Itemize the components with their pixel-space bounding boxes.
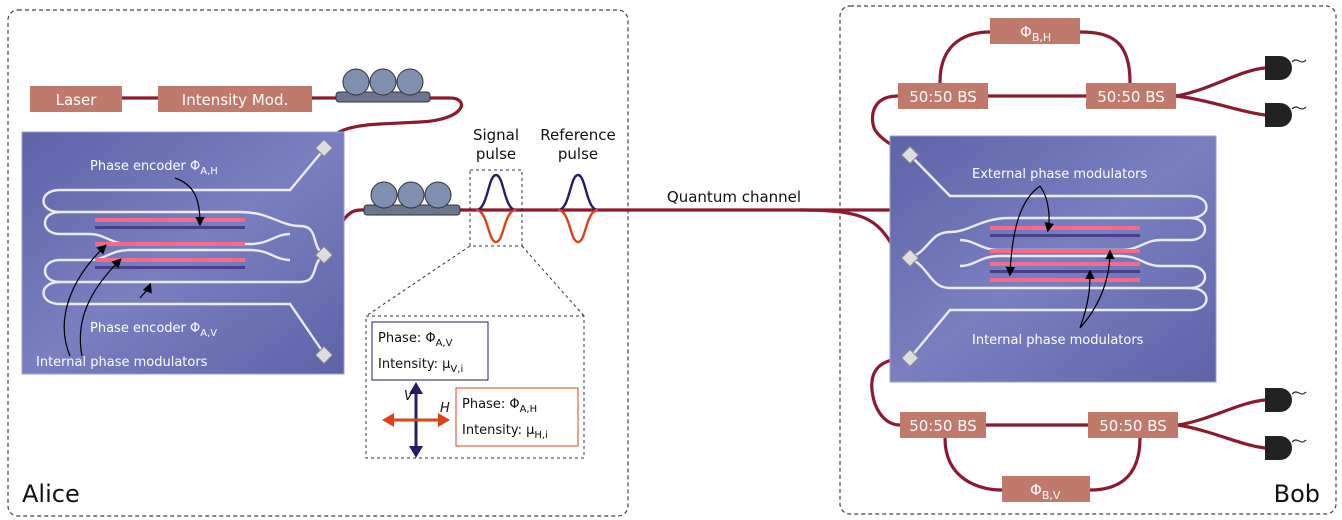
phase-encoder-v-label: Phase encoder ΦA,V [90,321,217,339]
signal-pulse-label: Signal [473,126,519,144]
bob-label: Bob [1274,480,1320,508]
axis-v-label: V [404,389,414,404]
bs-top-left [898,83,988,109]
inset-h-box [455,387,579,447]
inset-v-phase: Phase: ΦA,V [378,331,453,349]
bob-external-modulators-label: External phase modulators [972,167,1148,182]
intensity-mod-box [158,86,312,112]
signal-pulse-zoom-box [469,169,523,247]
bob-enclosure [839,5,1337,515]
bs-top-left-label: 50:50 BS [909,88,977,106]
polarization-axes [382,382,450,458]
inset-v-box [371,321,489,381]
bob-coupler-top [900,145,920,165]
signal-pulse-label-2: pulse [476,145,516,163]
bob-annotation-arrows [1005,185,1115,329]
bs-bottom-right [1088,412,1178,438]
alice-annotation-arrows [63,177,205,357]
quantum-channel-label: Quantum channel [667,188,801,206]
reference-pulse [557,173,599,244]
bob-coupler-mid [900,248,920,268]
alice-chip [21,131,345,375]
phase-b-h-box [990,18,1080,44]
inset-h-phase: Phase: ΦA,H [462,397,537,415]
polarization-controller-top [335,68,431,103]
phase-b-h-label: ΦB,H [1020,23,1051,44]
signal-pulse [475,173,517,244]
bs-top-right-label: 50:50 BS [1097,88,1165,106]
alice-enclosure [7,9,629,517]
inset-v-intensity: Intensity: μV,i [378,357,463,375]
reference-pulse-label: Reference [540,126,616,144]
alice-internal-modulators-label: Internal phase modulators [36,355,208,370]
detector-icon [1265,56,1292,460]
alice-label: Alice [22,480,80,508]
alice-coupler-mid [314,245,334,265]
bob-internal-modulators-label: Internal phase modulators [972,333,1144,348]
bob-fibers [870,30,1267,492]
laser-box [30,86,122,112]
bob-chip [889,135,1217,383]
reference-pulse-label-2: pulse [558,145,598,163]
alice-coupler-bottom [314,345,334,365]
polarization-controller-middle [363,181,461,216]
axis-h-label: H [440,401,450,416]
bs-bottom-right-label: 50:50 BS [1099,417,1167,435]
phase-b-v-label: ΦB,V [1030,481,1061,502]
alice-coupler-top [314,138,334,158]
phase-encoder-h-label: Phase encoder ΦA,H [90,159,218,177]
bs-bottom-left-label: 50:50 BS [909,417,977,435]
inset-h-intensity: Intensity: μH,i [462,423,548,441]
intensity-mod-label: Intensity Mod. [182,91,288,109]
phase-b-v-box [1002,476,1090,502]
bs-bottom-left [900,412,986,438]
laser-label: Laser [56,91,98,109]
bob-coupler-bottom [900,348,920,368]
bs-top-right [1086,83,1176,109]
